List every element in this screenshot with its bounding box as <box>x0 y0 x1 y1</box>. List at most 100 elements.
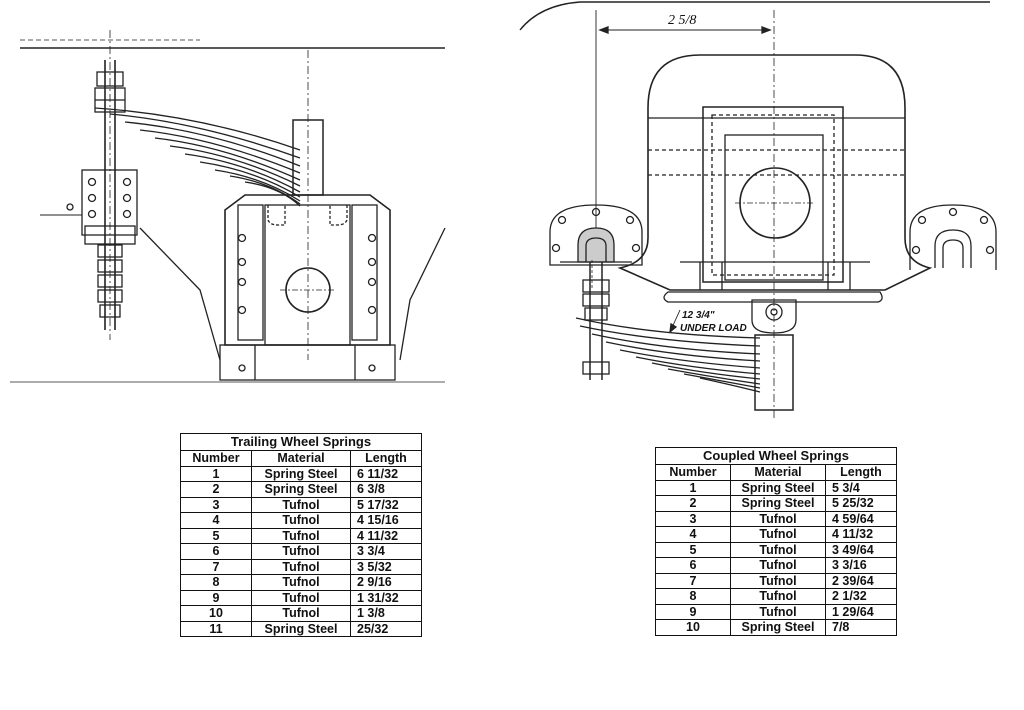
length-cell: 2 1/32 <box>825 588 896 605</box>
length-cell: 5 25/32 <box>825 495 896 512</box>
under-load-note: UNDER LOAD <box>680 323 747 334</box>
length-cell: 6 3/8 <box>350 481 421 498</box>
length-cell: 3 5/32 <box>350 559 421 575</box>
material-cell: Tufnol <box>251 512 351 529</box>
trailing-leaf-spring <box>94 107 301 207</box>
length-cell: 7/8 <box>832 620 850 635</box>
length-cell: 4 59/64 <box>825 511 896 527</box>
number-cell: 8 <box>181 574 252 591</box>
length-cell: 5 17/32 <box>350 497 421 513</box>
length-cell: 25/32 <box>357 621 389 636</box>
number-cell: 7 <box>181 559 252 575</box>
number-cell: 1 <box>181 466 252 482</box>
right-spring-hanger <box>909 204 997 270</box>
trailing-header-row: Number Material Length <box>181 451 421 467</box>
header-material: Material <box>251 451 351 467</box>
header-material: Material <box>730 465 826 481</box>
number-cell: 5 <box>181 528 252 544</box>
number-cell: 2 <box>656 495 731 512</box>
material-cell: Spring Steel <box>730 495 826 512</box>
deflection-label: 12 3/4" <box>682 310 715 321</box>
material-cell: Spring Steel <box>251 466 351 482</box>
material-cell: Tufnol <box>251 559 351 575</box>
material-cell: Tufnol <box>730 557 826 574</box>
number-cell: 10 <box>181 605 252 622</box>
number-cell: 2 <box>181 481 252 498</box>
material-cell: Spring Steel <box>730 480 826 496</box>
material-cell: Tufnol <box>251 543 351 560</box>
material-cell: Tufnol <box>730 573 826 589</box>
length-cell: 1 31/32 <box>350 590 421 606</box>
length-cell: 4 11/32 <box>350 528 421 544</box>
length-cell: 4 15/16 <box>350 512 421 529</box>
number-cell: 5 <box>656 542 731 558</box>
trailing-wheel-springs-table: Trailing Wheel Springs Number Material L… <box>180 433 422 637</box>
number-cell: 4 <box>656 526 731 543</box>
coupled-header-row: Number Material Length <box>656 465 896 481</box>
header-number: Number <box>181 451 252 467</box>
number-cell: 8 <box>656 588 731 605</box>
number-cell: 6 <box>656 557 731 574</box>
header-number: Number <box>656 465 731 481</box>
material-cell: Spring Steel <box>730 619 826 635</box>
material-cell: Tufnol <box>730 511 826 527</box>
coupled-wheel-springs-table: Coupled Wheel Springs Number Material Le… <box>655 447 897 636</box>
number-cell: 3 <box>181 497 252 513</box>
length-cell: 6 11/32 <box>350 466 421 482</box>
number-cell: 10 <box>656 619 731 635</box>
coupled-leaf-spring <box>575 317 761 393</box>
number-cell: 6 <box>181 543 252 560</box>
length-cell: 1 29/64 <box>825 604 896 620</box>
number-cell: 11 <box>181 621 252 636</box>
material-cell: Spring Steel <box>251 481 351 498</box>
material-cell: Tufnol <box>251 574 351 591</box>
trailing-table-title: Trailing Wheel Springs <box>181 434 421 451</box>
top-dimension-label: 2 5/8 <box>668 13 696 28</box>
number-cell: 7 <box>656 573 731 589</box>
coupled-table-title: Coupled Wheel Springs <box>656 448 896 465</box>
header-length: Length <box>825 465 896 481</box>
number-cell: 4 <box>181 512 252 529</box>
header-length: Length <box>350 451 421 467</box>
number-cell: 1 <box>656 480 731 496</box>
number-cell: 9 <box>181 590 252 606</box>
material-cell: Tufnol <box>251 497 351 513</box>
length-cell: 3 49/64 <box>825 542 896 558</box>
length-cell: 3 3/16 <box>825 557 896 574</box>
number-cell: 3 <box>656 511 731 527</box>
left-spring-hanger <box>549 204 643 266</box>
material-cell: Tufnol <box>251 528 351 544</box>
material-cell: Tufnol <box>730 588 826 605</box>
length-cell: 2 39/64 <box>825 573 896 589</box>
trailing-spring-drawing <box>10 30 446 383</box>
material-cell: Tufnol <box>730 604 826 620</box>
material-cell: Tufnol <box>730 526 826 543</box>
length-cell: 1 3/8 <box>350 605 421 622</box>
length-cell: 2 9/16 <box>350 574 421 591</box>
number-cell: 9 <box>656 604 731 620</box>
